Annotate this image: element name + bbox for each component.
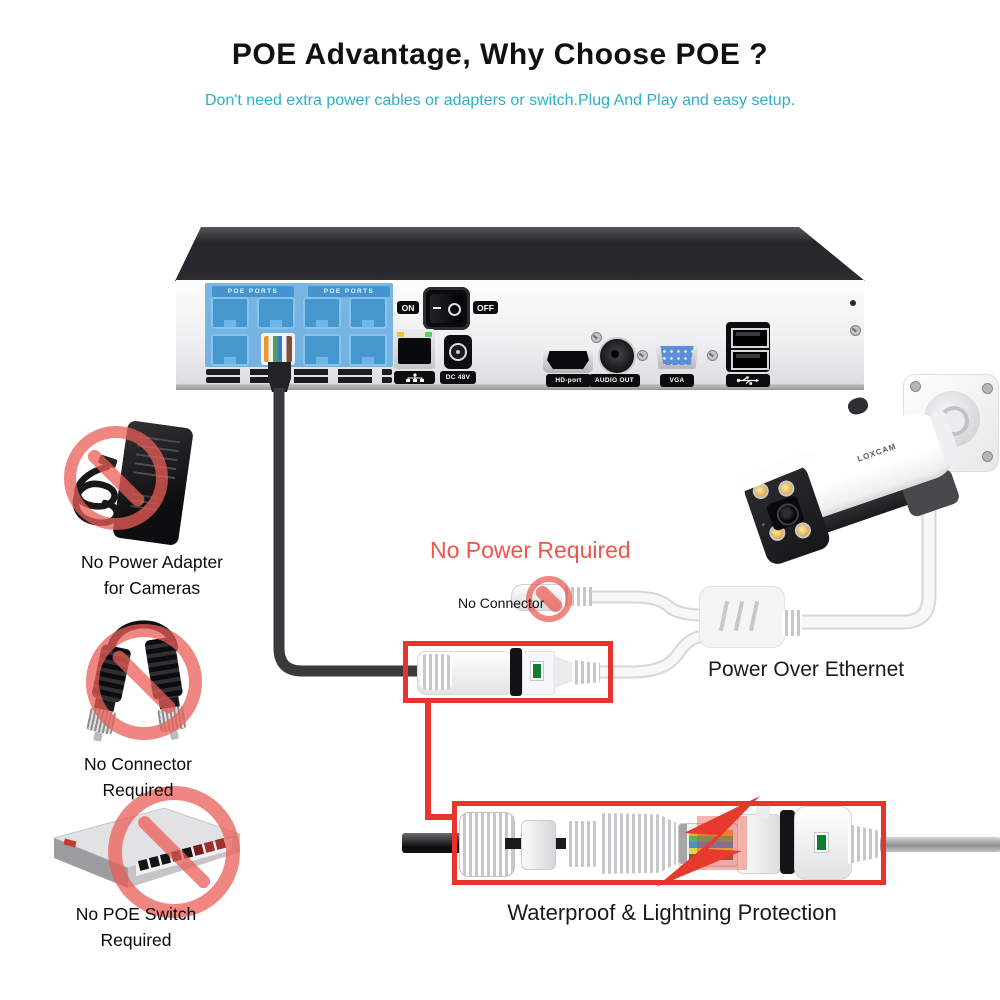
waterproof-label: Waterproof & Lightning Protection bbox=[507, 900, 837, 925]
ethernet-cable-black bbox=[273, 388, 420, 677]
splitter-slash bbox=[718, 600, 730, 632]
screw-icon bbox=[591, 332, 602, 343]
label-line: No Power Adapter bbox=[80, 552, 224, 572]
nvr-vent-slots bbox=[206, 369, 392, 375]
nvr-vent-slots bbox=[206, 377, 392, 383]
rj45-metal-band bbox=[679, 824, 687, 864]
ethernet-icon bbox=[405, 373, 424, 382]
on-label: ON bbox=[397, 301, 419, 314]
poe-ports-label-right: POE PORTS bbox=[308, 286, 390, 297]
lightning-bolt-icon bbox=[656, 796, 760, 887]
label-line: No Connector bbox=[84, 754, 192, 774]
no-power-adapter-label: No Power Adapter for Cameras bbox=[42, 549, 262, 601]
dc-pigtail-white bbox=[556, 592, 703, 620]
rubber-gasket bbox=[521, 820, 556, 870]
poe-splitter-box bbox=[699, 586, 785, 648]
label-line: No POE Switch bbox=[75, 904, 197, 924]
vga-label: VGA bbox=[660, 374, 694, 387]
poe-port bbox=[349, 297, 387, 329]
screw-icon bbox=[982, 383, 993, 394]
hdmi-label: HD-port bbox=[546, 374, 591, 387]
no-power-required-label: No Power Required bbox=[430, 537, 631, 563]
splitter-slash bbox=[733, 600, 745, 632]
green-led-indicator bbox=[530, 661, 544, 681]
label-line: Required bbox=[100, 930, 172, 950]
cable-gray bbox=[880, 837, 1000, 852]
connector-ribs bbox=[420, 654, 452, 690]
poe-ports-label-left: POE PORTS bbox=[212, 286, 294, 297]
camera-mic-hole bbox=[761, 522, 766, 527]
no-poe-switch-label: No POE Switch Required bbox=[26, 901, 246, 953]
nvr-top-lid bbox=[175, 227, 865, 281]
splitter-stub bbox=[782, 610, 802, 636]
rj45-pigtail-white bbox=[596, 631, 704, 677]
splitter-slash bbox=[748, 600, 760, 632]
usb-label bbox=[726, 374, 770, 387]
strain-relief-ribs bbox=[848, 824, 882, 864]
usb-port-icon bbox=[731, 328, 769, 348]
ethernet-port-icon bbox=[394, 329, 435, 369]
split-seal bbox=[566, 821, 599, 867]
usb-port-icon bbox=[731, 350, 769, 370]
power-over-ethernet-label: Power Over Ethernet bbox=[708, 658, 905, 681]
prohibition-icon bbox=[86, 624, 202, 740]
connector-strain-relief bbox=[572, 660, 600, 685]
off-label: OFF bbox=[473, 301, 498, 314]
dc-power-jack-icon bbox=[444, 335, 472, 369]
camera-cable-white bbox=[802, 468, 935, 628]
green-led-indicator bbox=[814, 832, 829, 853]
switch-logo bbox=[63, 838, 77, 848]
lan-led-green bbox=[425, 332, 432, 337]
lan-label bbox=[394, 371, 435, 384]
dc-label: DC 48V bbox=[440, 371, 476, 384]
prohibition-icon bbox=[108, 786, 240, 918]
no-connector-label: No Connector bbox=[458, 595, 545, 611]
connector-cone bbox=[553, 655, 573, 689]
label-line: Required bbox=[102, 780, 174, 800]
connector-coupler bbox=[737, 803, 781, 874]
red-connector-line bbox=[425, 702, 452, 820]
poe-port bbox=[257, 297, 295, 329]
usb-icon bbox=[736, 376, 759, 385]
waterproof-cap bbox=[459, 812, 515, 877]
page-title: POE Advantage, Why Choose POE ? bbox=[231, 38, 769, 71]
screw-icon bbox=[910, 381, 921, 392]
screw-icon bbox=[637, 350, 648, 361]
no-connector-required-label: No Connector Required bbox=[28, 751, 248, 803]
power-switch-icon bbox=[423, 287, 470, 330]
poe-port bbox=[349, 334, 387, 366]
screw-icon bbox=[850, 325, 861, 336]
usb-ports-icon bbox=[726, 322, 770, 372]
cable-end-black bbox=[402, 833, 464, 853]
waterproof-highlight-frame bbox=[452, 801, 886, 885]
page-subtitle: Don't need extra power cables or adapter… bbox=[204, 92, 796, 109]
rj45-plug-icon bbox=[261, 333, 295, 365]
connector-black-band bbox=[510, 648, 522, 696]
nvr-bottom-edge bbox=[176, 384, 864, 390]
rj45-plug-body-icon bbox=[268, 362, 291, 392]
screw-icon bbox=[982, 451, 993, 462]
poe-port bbox=[211, 334, 249, 366]
vga-port-icon bbox=[654, 342, 700, 369]
prohibition-icon: .ban::after{height:13px;} bbox=[64, 426, 168, 530]
screw-icon bbox=[707, 350, 718, 361]
switch-on-mark bbox=[433, 307, 441, 309]
black-ring bbox=[780, 810, 795, 874]
coupling-nut bbox=[599, 813, 676, 874]
connector-highlight-frame bbox=[403, 641, 613, 703]
poe-port bbox=[303, 334, 341, 366]
audio-label: AUDIO OUT bbox=[589, 374, 640, 387]
prohibition-icon bbox=[526, 576, 572, 622]
poe-port bbox=[211, 297, 249, 329]
waterproof-connector-body bbox=[417, 651, 513, 695]
bullet-camera: LOXCAM bbox=[732, 386, 963, 568]
poe-port bbox=[303, 297, 341, 329]
label-line: for Cameras bbox=[103, 578, 201, 598]
screw-icon bbox=[850, 300, 856, 306]
switch-off-mark bbox=[448, 303, 461, 316]
hdmi-port-icon bbox=[543, 347, 593, 373]
lan-led-yellow bbox=[397, 332, 404, 337]
